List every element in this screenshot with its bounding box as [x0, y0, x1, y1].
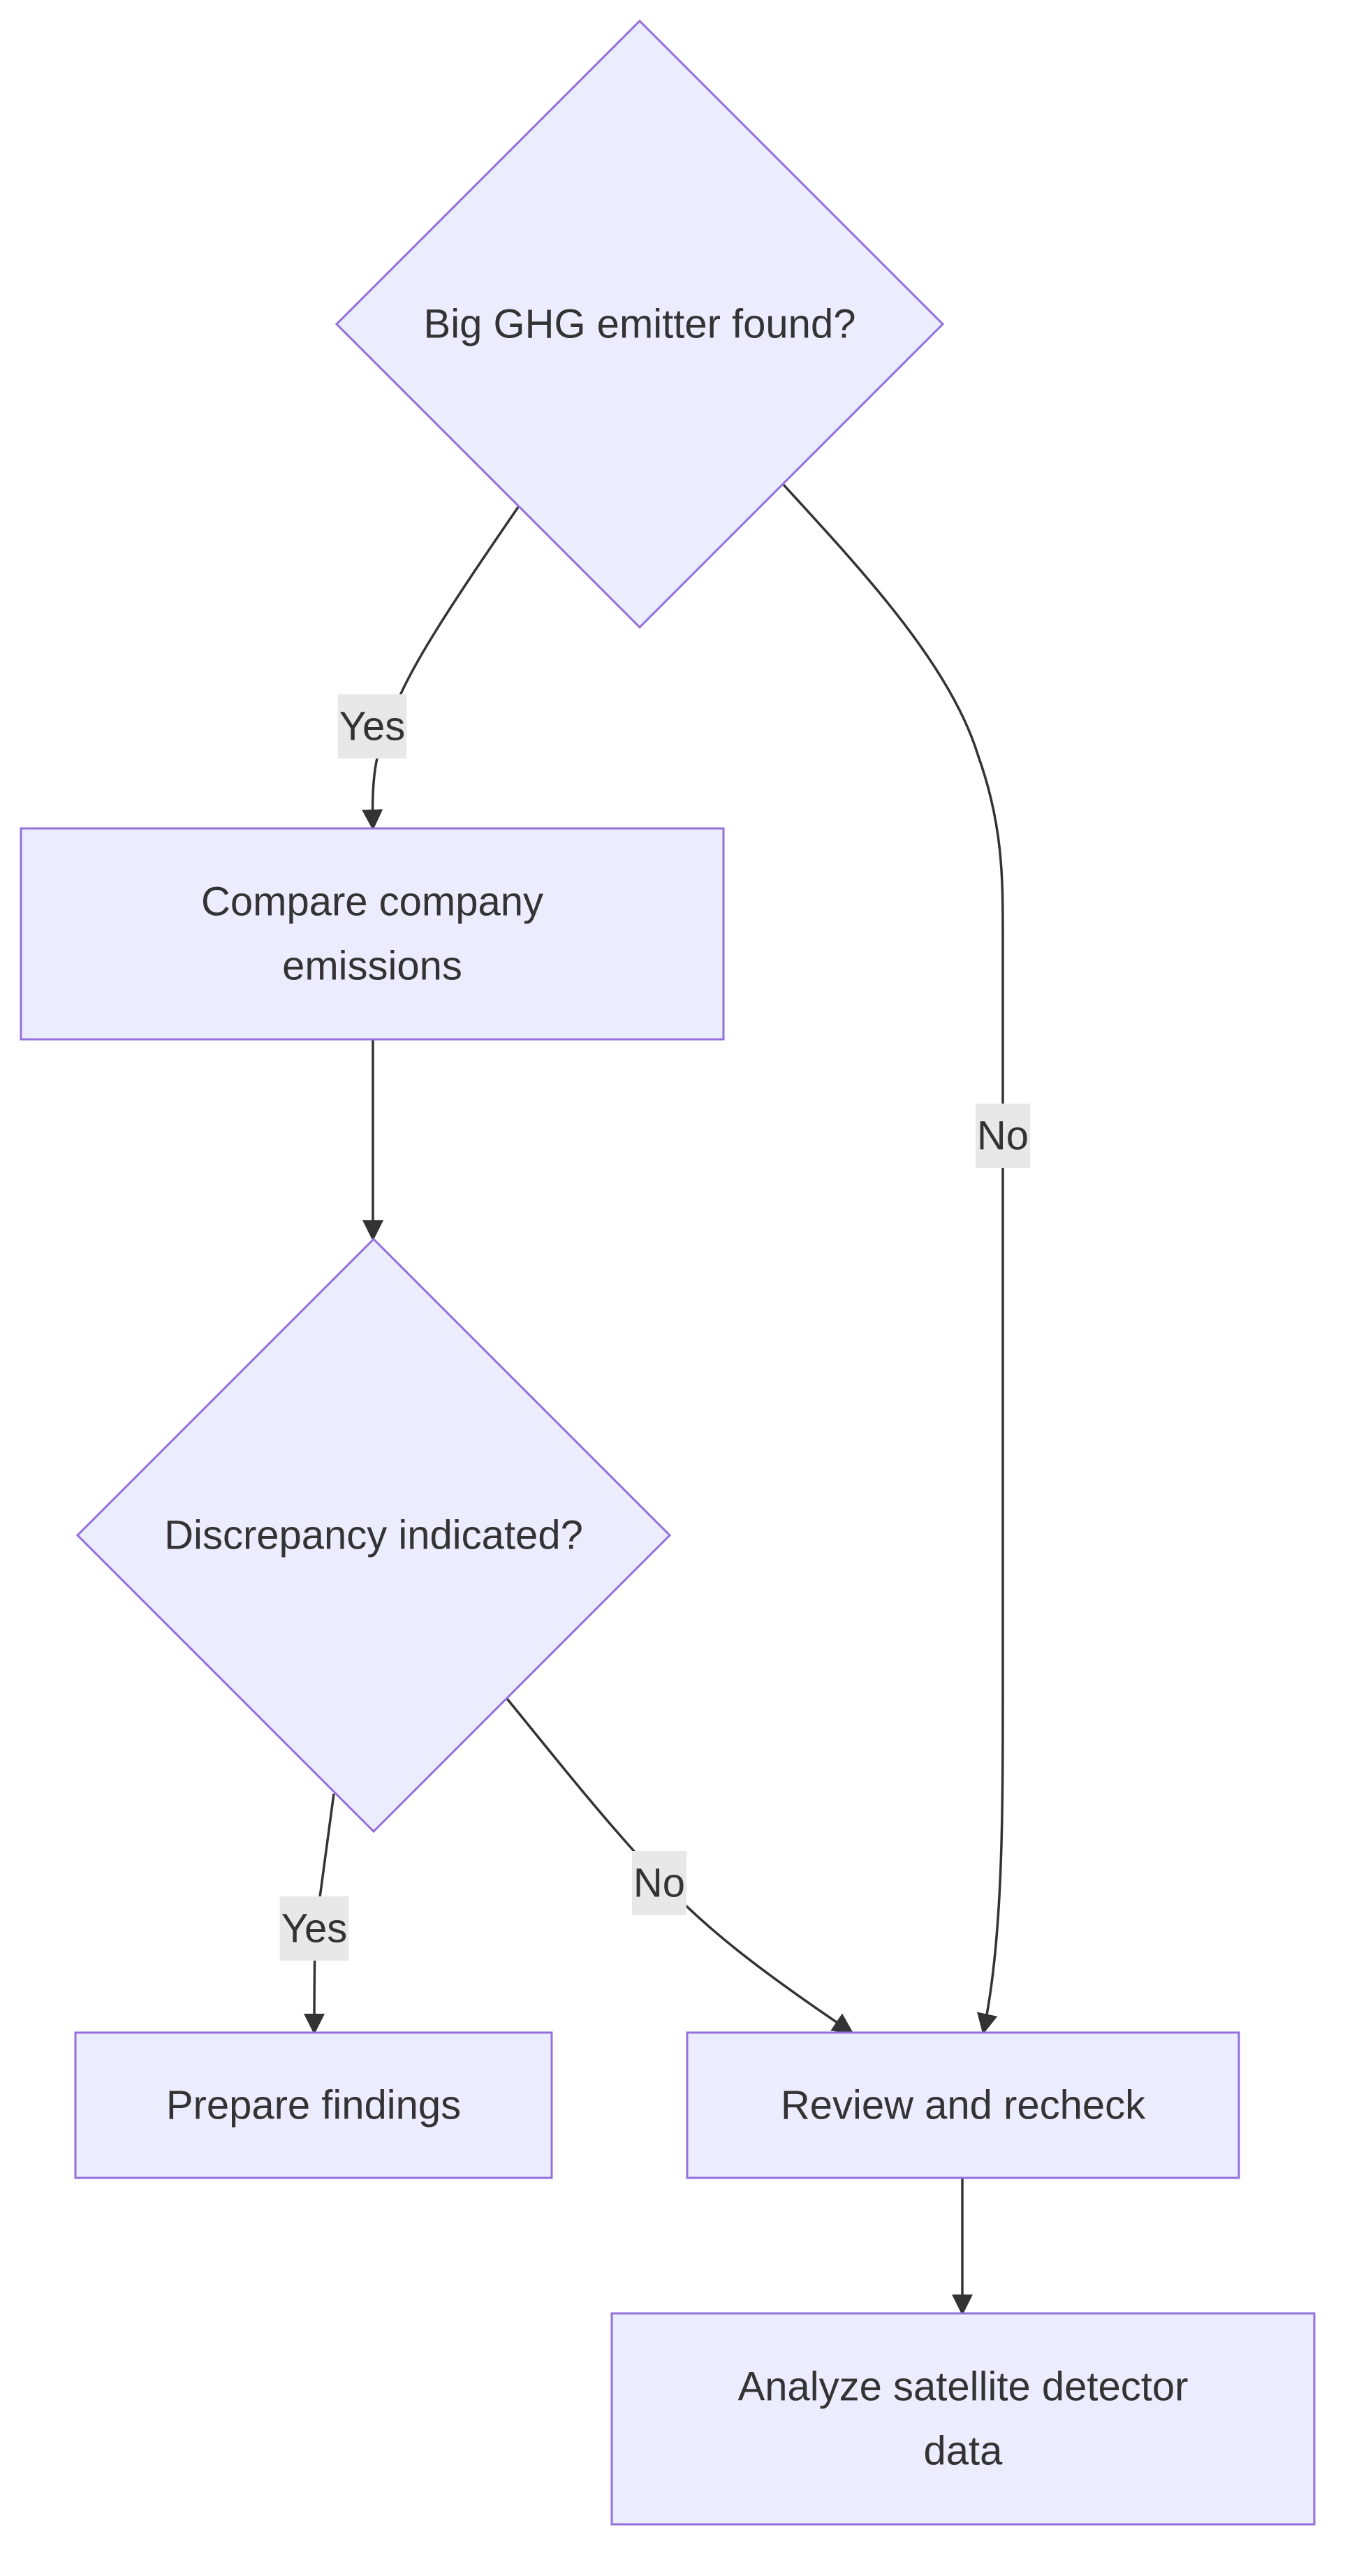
node-label-line: Discrepancy indicated?: [164, 1513, 583, 1558]
edge-label-background: [631, 1851, 687, 1915]
decision-diamond: [75, 1237, 672, 1834]
edge-label-discrepancy-to-prepare: Yes: [279, 1896, 349, 1961]
edge-big_emitter-to-compare: [362, 506, 520, 830]
edge-label-background: [337, 694, 407, 759]
process-box: [686, 2031, 1240, 2179]
node-review: Review and recheck: [686, 2031, 1240, 2179]
node-label-line: Big GHG emitter found?: [424, 302, 856, 347]
edge-label-text: Yes: [281, 1906, 348, 1952]
node-prepare: Prepare findings: [74, 2031, 553, 2179]
node-label-line: Compare company: [201, 879, 543, 925]
edge-big_emitter-to-review: [782, 483, 1004, 2035]
node-label-line: Analyze satellite detector: [738, 2364, 1189, 2410]
edge-label-text: Yes: [339, 704, 406, 749]
edge-label-background: [975, 1104, 1031, 1168]
edge-label-background: [279, 1896, 349, 1961]
node-label-line: Prepare findings: [166, 2083, 461, 2128]
node-compare: Compare company emissions: [20, 827, 725, 1041]
node-discrepancy: Discrepancy indicated?: [75, 1237, 672, 1834]
node-label-line: Review and recheck: [781, 2083, 1146, 2128]
node-label-line: emissions: [282, 944, 462, 989]
process-box: [74, 2031, 553, 2179]
process-box: [20, 827, 725, 1041]
edge-label-text: No: [633, 1861, 685, 1906]
edge-label-big_emitter-to-compare: Yes: [337, 694, 407, 759]
node-analyze: Analyze satellite detector data: [610, 2312, 1316, 2526]
node-big-emitter: Big GHG emitter found?: [335, 19, 945, 629]
process-box: [610, 2312, 1316, 2526]
edge-label-text: No: [977, 1113, 1029, 1159]
edge-label-big_emitter-to-review: No: [975, 1104, 1031, 1168]
nodes-layer: Big GHG emitter found? Compare company emi…: [20, 19, 1316, 2526]
edge-label-discrepancy-to-review: No: [631, 1851, 687, 1915]
node-label-line: data: [924, 2429, 1004, 2474]
decision-diamond: [335, 19, 945, 629]
